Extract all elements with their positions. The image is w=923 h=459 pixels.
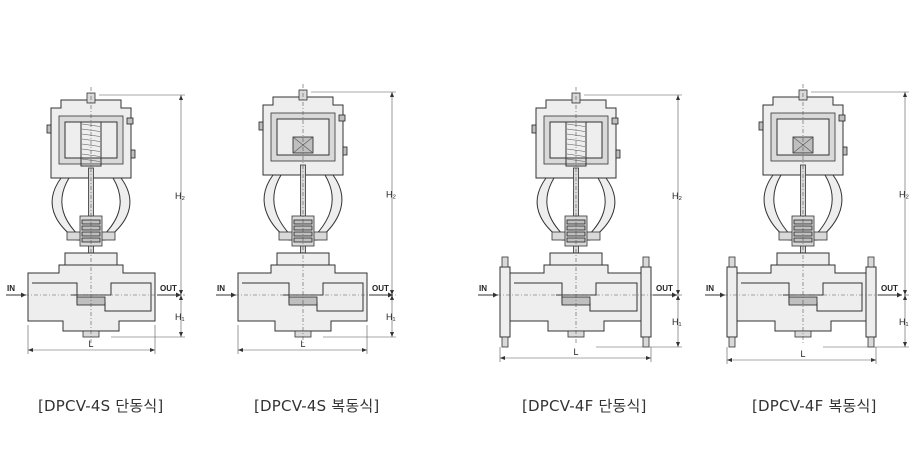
- actuator-port-right: [342, 146, 348, 156]
- flow-passage: [242, 282, 364, 312]
- inlet-label: IN: [217, 284, 225, 293]
- flange-bolt: [501, 256, 509, 268]
- outlet-label: OUT: [656, 284, 673, 293]
- actuator-port-left: [258, 121, 264, 131]
- caption-dpcv-4s-double: [DPCV-4S 복동식]: [254, 397, 380, 415]
- flange-bolt: [867, 336, 875, 348]
- valve-1: IN OUT H₂ H₁ L: [6, 87, 185, 354]
- l-label: L: [300, 339, 305, 349]
- h1-label: H₁: [386, 312, 396, 322]
- caption-dpcv-4f-double: [DPCV-4F 복동식]: [752, 397, 877, 415]
- flow-passage: [741, 282, 863, 312]
- yoke-left-arm: [51, 177, 85, 241]
- inlet-label: IN: [706, 284, 714, 293]
- yoke-right-arm: [809, 174, 843, 241]
- yoke-left-arm: [536, 177, 570, 241]
- h1-label: H₁: [672, 317, 682, 327]
- outlet-arrow-head: [897, 292, 902, 298]
- inlet-arrow-head: [21, 292, 26, 298]
- actuator-port-left: [46, 124, 52, 134]
- h2-label: H₂: [899, 190, 909, 200]
- outlet-arrow-head: [672, 292, 677, 298]
- outlet-flange: [640, 266, 652, 338]
- flange-bolt: [501, 336, 509, 348]
- inlet-flange: [726, 266, 738, 338]
- h1-label: H₁: [899, 317, 909, 327]
- l-label: L: [88, 339, 93, 349]
- inlet-arrow-head: [493, 292, 498, 298]
- vent-plug: [838, 114, 846, 122]
- yoke-left-arm: [263, 174, 297, 241]
- outlet-arrow-head: [176, 292, 181, 298]
- vent-plug: [338, 114, 346, 122]
- vent-plug: [611, 117, 619, 125]
- valve-4: IN OUT H₂ H₁ L: [705, 84, 909, 364]
- actuator-port-right: [842, 146, 848, 156]
- yoke-right-arm: [309, 174, 343, 241]
- flange-bolt: [642, 336, 650, 348]
- caption-dpcv-4s-single: [DPCV-4S 단동식]: [38, 397, 164, 415]
- h1-arrows: [390, 295, 394, 337]
- inlet-flange: [499, 266, 511, 338]
- h2-label: H₂: [175, 191, 185, 201]
- yoke-right-arm: [97, 177, 131, 241]
- actuator-port-left: [758, 121, 764, 131]
- h1-label: H₁: [175, 312, 185, 322]
- actuator-port-right: [615, 149, 621, 159]
- l-label: L: [573, 347, 578, 357]
- valve-3: IN OUT H₂ H₁ L: [478, 87, 682, 362]
- caption-dpcv-4f-single: [DPCV-4F 단동식]: [522, 397, 647, 415]
- inlet-label: IN: [479, 284, 487, 293]
- flow-passage: [514, 282, 638, 312]
- yoke-right-arm: [582, 177, 616, 241]
- flow-passage: [32, 282, 152, 312]
- h2-label: H₂: [386, 190, 396, 200]
- inlet-arrow-head: [720, 292, 725, 298]
- outlet-flange: [865, 266, 877, 338]
- flange-bolt: [867, 256, 875, 268]
- actuator-port-right: [130, 149, 136, 159]
- inlet-label: IN: [7, 284, 15, 293]
- inlet-arrow-head: [231, 292, 236, 298]
- flange-bolt: [642, 256, 650, 268]
- flange-bolt: [728, 256, 736, 268]
- vent-plug: [126, 117, 134, 125]
- actuator-port-left: [531, 124, 537, 134]
- h1-arrows: [179, 295, 183, 337]
- flange-bolt: [728, 336, 736, 348]
- l-label: L: [800, 349, 805, 359]
- outlet-arrow-head: [388, 292, 393, 298]
- valve-2: IN OUT H₂ H₁ L: [216, 84, 396, 354]
- h2-label: H₂: [672, 191, 682, 201]
- outlet-label: OUT: [160, 284, 177, 293]
- yoke-left-arm: [763, 174, 797, 241]
- outlet-label: OUT: [881, 284, 898, 293]
- outlet-label: OUT: [372, 284, 389, 293]
